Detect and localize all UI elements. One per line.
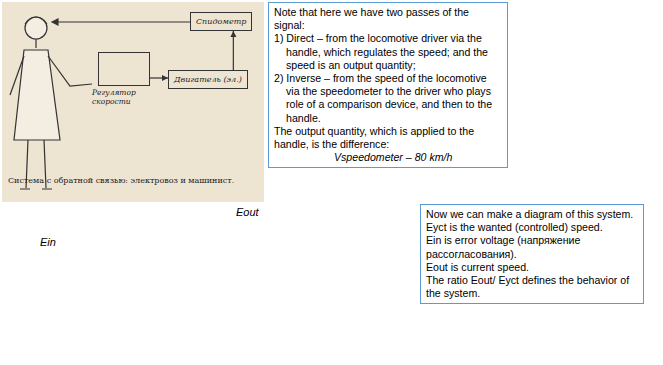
node-text: Now we can make a diagram of this system… (426, 208, 638, 221)
node-text: Регулятор скорости (92, 88, 144, 106)
signal-name: Ein (40, 236, 56, 248)
note-box: Now we can make a diagram of this system… (420, 204, 644, 304)
node-text: Двигатель (эл.) (174, 75, 242, 84)
figure-caption: Система с обратной связью: электровоз и … (8, 176, 258, 185)
signal-name: Eout (236, 206, 259, 218)
signal-arrow (150, 75, 168, 81)
feedback-wires (52, 19, 190, 25)
node-text: Ein is error voltage (напряжение рассогл… (426, 234, 638, 260)
node-text: Спидометр (196, 17, 246, 26)
node-text: Eout is current speed. (426, 261, 638, 274)
signal-arrow (230, 31, 236, 70)
motor-box: Двигатель (эл.) (168, 70, 248, 89)
node-text: Eyct is the wanted (controlled) speed. (426, 221, 638, 234)
speedometer-box: Спидометр (190, 12, 252, 31)
node-text: The ratio Eout/ Eyct defines the behavio… (426, 274, 638, 300)
regulator-box (98, 52, 150, 86)
note-box: Note that here we have two passes of the… (268, 2, 508, 168)
node-text: The output quantity, which is applied to… (274, 125, 502, 151)
node-text: 2) Inverse – from the speed of the locom… (274, 72, 502, 125)
speed-regulator: Регулятор скорости (92, 52, 150, 106)
node-text: Note that here we have two passes of the… (274, 6, 502, 32)
driver-figure (10, 17, 92, 189)
photo-ground (2, 2, 264, 202)
node-text: Vspeedometer – 80 km/h (274, 151, 502, 164)
node-text: 1) Direct – from the locomotive driver v… (274, 32, 502, 72)
